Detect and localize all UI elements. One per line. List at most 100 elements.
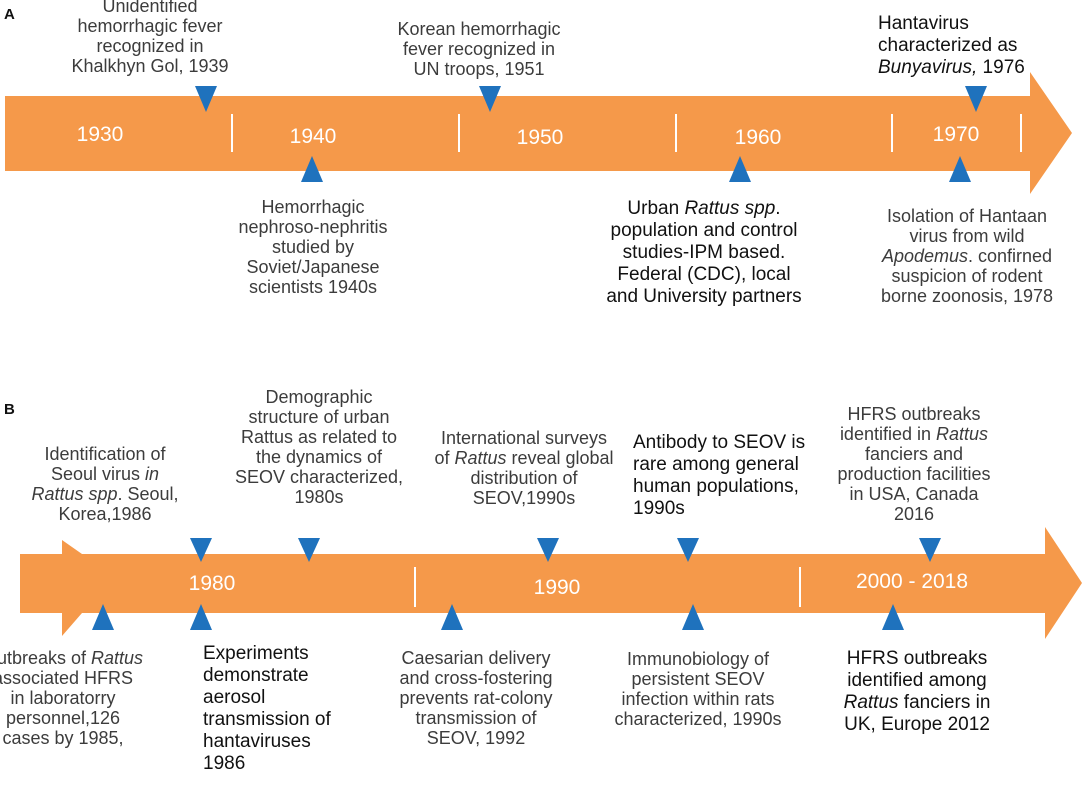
event-label-line: Apodemus. confirned: [881, 246, 1053, 266]
label-text: fanciers in: [898, 692, 991, 713]
event-marker-triangle: [301, 156, 323, 182]
event-label-line: cases by 1985,: [0, 728, 143, 748]
event-label-line: personnel,126: [0, 708, 143, 728]
event-label-line: transmission of: [203, 709, 331, 731]
label-text: 2016: [893, 504, 935, 524]
label-text: . Seoul,: [117, 484, 179, 504]
label-text: identified among: [847, 670, 987, 691]
label-text: the dynamics of: [255, 447, 383, 467]
italic-term: Rattus: [454, 448, 507, 468]
label-text: of: [434, 448, 455, 468]
event-marker-triangle: [441, 604, 463, 630]
label-text: Korean hemorrhagic: [397, 19, 561, 39]
label-text: prevents rat-colony: [399, 688, 553, 708]
event-label-line: demonstrate: [203, 665, 331, 687]
event-label-line: Khalkhyn Gol, 1939: [71, 56, 228, 76]
event-label-line: Unidentified: [71, 0, 228, 16]
label-text: Identification of: [44, 444, 166, 464]
label-text: HFRS outbreaks: [847, 404, 981, 424]
event-label-line: associated HFRS: [0, 668, 143, 688]
event-label-line: Urban Rattus spp.: [606, 198, 801, 220]
label-text: International surveys: [440, 428, 608, 448]
label-text: studied by: [271, 237, 355, 257]
italic-term: Rattus: [843, 692, 899, 713]
label-text: HFRS outbreaks: [846, 648, 988, 669]
label-text: production facilities: [837, 464, 991, 484]
event-label-line: distribution of: [434, 468, 613, 488]
timeline-arrow-a: [5, 72, 1072, 194]
label-text: infection within rats: [621, 689, 775, 709]
event-marker-triangle: [298, 538, 320, 562]
event-label-line: Experiments: [203, 643, 331, 665]
event-label-line: identified in Rattus: [837, 424, 990, 444]
label-text: borne zoonosis, 1978: [880, 286, 1054, 306]
event-label-line: International surveys: [434, 428, 613, 448]
italic-term: in: [145, 464, 160, 484]
event-label-line: HFRS outbreaks: [844, 648, 991, 670]
label-text: transmission of: [415, 708, 537, 728]
decade-label-a: 1930: [77, 123, 124, 146]
label-text: Hemorrhagic: [261, 197, 365, 217]
event-label-line: aerosol: [203, 687, 331, 709]
label-text: personnel,126: [5, 708, 121, 728]
italic-term: Apodemus: [881, 246, 968, 266]
event-label-line: human populations,: [633, 476, 805, 498]
event-label-line: UK, Europe 2012: [844, 714, 991, 736]
label-text: Rattus as related to: [240, 427, 398, 447]
event-label-line: scientists 1940s: [238, 277, 387, 297]
event-label-line: identified among: [844, 670, 991, 692]
event-label-line: Bunyavirus, 1976: [878, 57, 1025, 79]
label-text: Hantavirus: [878, 13, 969, 34]
event-label-line: SEOV,1990s: [434, 488, 613, 508]
event-marker-triangle: [537, 538, 559, 562]
event-label-line: 2016: [837, 504, 990, 524]
italic-term: Rattus spp: [31, 484, 118, 504]
event-label-line: production facilities: [837, 464, 990, 484]
label-text: virus from wild: [909, 226, 1025, 246]
label-text: in USA, Canada: [849, 484, 979, 504]
timeline-arrow-b: [20, 527, 1082, 639]
event-label-line: borne zoonosis, 1978: [881, 286, 1053, 306]
label-text: Immunobiology of: [626, 649, 770, 669]
label-text: Unidentified: [102, 0, 198, 16]
panel-letter-b: B: [4, 401, 15, 418]
label-text: SEOV, 1992: [426, 728, 526, 748]
event-marker-triangle: [195, 86, 217, 112]
decade-label-b: 2000 - 2018: [856, 570, 968, 593]
event-label-line: hantaviruses: [203, 731, 331, 753]
label-text: 1990s: [633, 498, 685, 519]
event-label-line: Antibody to SEOV is: [633, 432, 805, 454]
event-label-line: Korea,1986: [31, 504, 178, 524]
event-marker-triangle: [949, 156, 971, 182]
event-label-line: in laboratorry: [0, 688, 143, 708]
label-text: 1986: [203, 753, 246, 774]
label-text: hemorrhagic fever: [77, 16, 223, 36]
event-marker-triangle: [682, 604, 704, 630]
label-text: Caesarian delivery: [401, 648, 551, 668]
label-text: human populations,: [633, 476, 799, 497]
event-label-line: Federal (CDC), local: [606, 264, 801, 286]
event-label-line: Outbreaks of Rattus: [0, 648, 143, 668]
label-text: population and control: [610, 220, 798, 241]
event-label-line: nephroso-nephritis: [238, 217, 387, 237]
label-text: Khalkhyn Gol, 1939: [71, 56, 229, 76]
event-label-line: studies-IPM based.: [606, 242, 801, 264]
event-label-line: Seoul virus in: [31, 464, 178, 484]
label-text: Antibody to SEOV is: [633, 432, 806, 453]
label-text: UK, Europe 2012: [844, 714, 990, 735]
event-label-line: Rattus spp. Seoul,: [31, 484, 178, 504]
event-label-line: hemorrhagic fever: [71, 16, 228, 36]
event-label-line: Isolation of Hantaan: [881, 206, 1053, 226]
event-label-line: infection within rats: [614, 689, 781, 709]
label-text: SEOV characterized,: [234, 467, 404, 487]
event-marker-triangle: [677, 538, 699, 562]
italic-term: Bunyavirus,: [878, 57, 978, 78]
label-text: SEOV,1990s: [472, 488, 576, 508]
italic-term: Rattus spp: [684, 198, 776, 219]
